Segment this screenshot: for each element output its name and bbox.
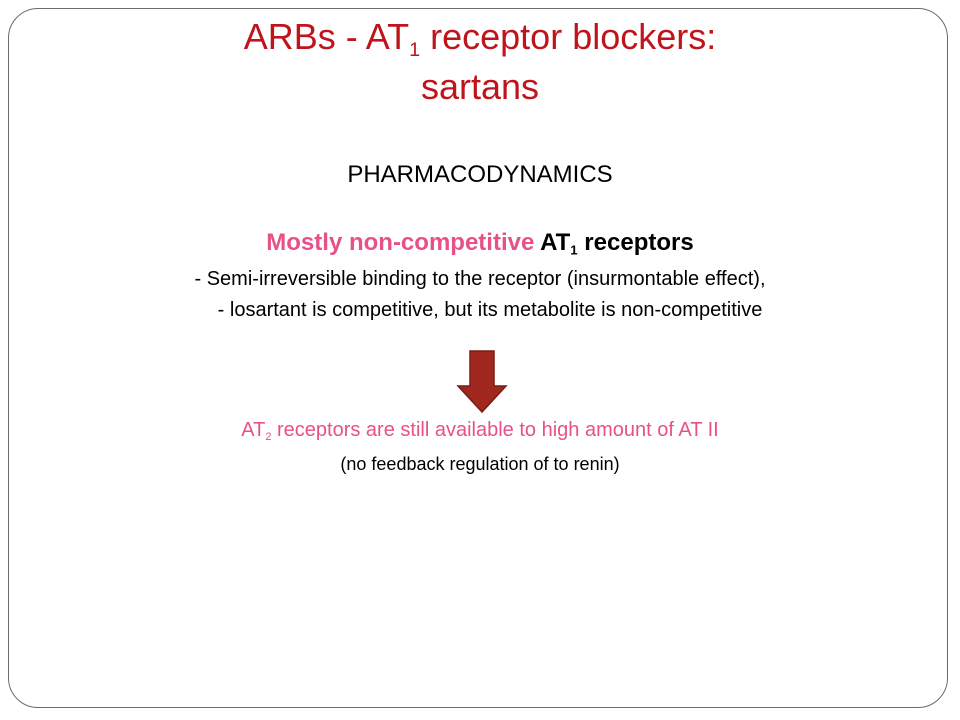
mechanism-at: AT: [540, 229, 571, 256]
title-subscript: 1: [409, 38, 421, 61]
slide-title-line-2: sartans: [420, 66, 540, 107]
at2-statement: AT2 receptors are still available to hig…: [0, 416, 960, 444]
at2-prefix: AT: [241, 419, 266, 441]
slide-title: ARBs - AT1 receptor blockers:: [0, 16, 960, 61]
down-arrow-icon: [456, 350, 508, 414]
slide-frame: [8, 8, 948, 708]
mechanism-subscript: 1: [570, 242, 578, 258]
mechanism-highlight: Mostly non-competitive: [266, 229, 541, 256]
section-heading: PHARMACODYNAMICS: [347, 161, 613, 188]
at2-suffix: receptors are still available to high am…: [271, 419, 719, 441]
mechanism-suffix: receptors: [577, 229, 694, 256]
mechanism-heading: Mostly non-competitive AT1 receptors: [0, 228, 960, 258]
bullet-losartant: - losartant is competitive, but its meta…: [217, 299, 763, 321]
bullet-semi-irreversible: - Semi-irreversible binding to the recep…: [194, 268, 766, 290]
feedback-note: (no feedback regulation of to renin): [340, 454, 620, 474]
title-suffix: receptor blockers:: [420, 16, 717, 57]
at2-subscript: 2: [265, 430, 272, 443]
title-prefix: ARBs - AT: [243, 16, 410, 57]
